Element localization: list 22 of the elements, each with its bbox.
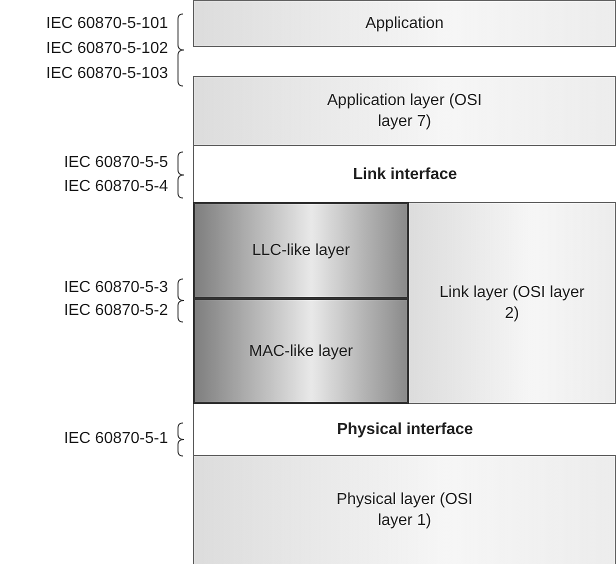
layer-label: Application layer (OSI layer 7) [326,91,483,132]
layer-label: Application [365,14,444,34]
application-layer-box [193,0,616,47]
application-layer-box [193,76,616,146]
standard-label: IEC 60870-5-2 [64,301,168,321]
standard-label: IEC 60870-5-103 [46,64,168,84]
standard-label: IEC 60870-5-3 [64,278,168,298]
standard-label: IEC 60870-5-101 [46,14,168,34]
physical-layer-box [193,455,616,564]
layer-label: Link layer (OSI layer 2) [438,283,586,324]
layer-label: MAC-like layer [248,342,353,362]
standard-label: IEC 60870-5-4 [64,177,168,197]
layer-label: Link interface [352,164,458,184]
standard-label: IEC 60870-5-102 [46,39,168,59]
standard-label: IEC 60870-5-1 [64,429,168,449]
layer-label: LLC-like layer [252,241,350,261]
sublayer-box [193,202,409,299]
layer-label: Physical interface [336,420,474,440]
link-layer-box [408,202,616,404]
sublayer-box [193,298,409,404]
standard-label: IEC 60870-5-5 [64,153,168,173]
layer-label: Physical layer (OSI layer 1) [335,490,474,531]
